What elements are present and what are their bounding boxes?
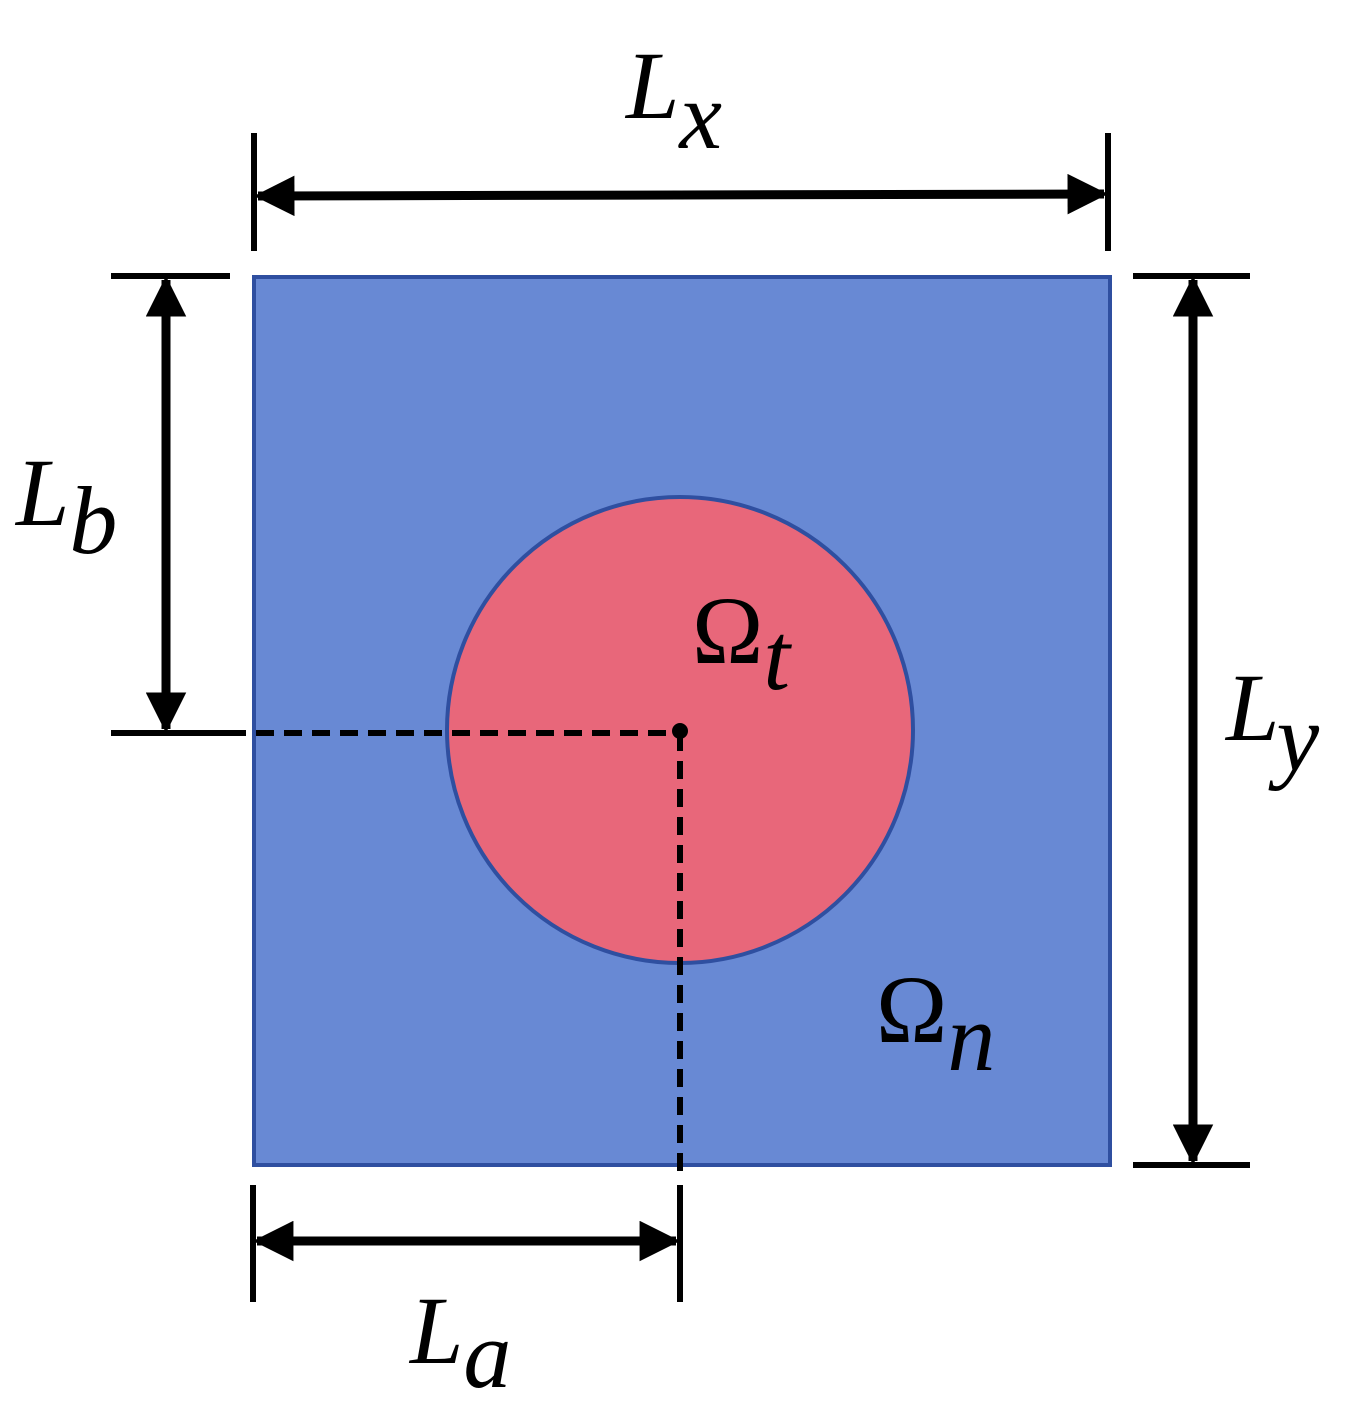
- center-point: [672, 723, 688, 739]
- la-label-main: L: [408, 1277, 463, 1384]
- lx-dimension: [251, 133, 1111, 251]
- ly-label-main: L: [1224, 654, 1277, 761]
- lx-label-main: L: [624, 32, 679, 139]
- omega-t-label-main: Ω: [692, 577, 763, 684]
- omega-t-label-sub: t: [763, 603, 792, 710]
- omega-n-label-sub: n: [947, 984, 995, 1091]
- lx-label: Lx: [624, 32, 722, 169]
- omega-n-label: Ωn: [876, 956, 995, 1091]
- ly-label: Ly: [1224, 654, 1320, 791]
- lb-dimension: [111, 273, 230, 736]
- ly-dimension: [1133, 273, 1250, 1168]
- la-dimension: [250, 1185, 683, 1302]
- la-label: La: [408, 1277, 511, 1408]
- lx-label-sub: x: [677, 62, 722, 169]
- lb-label-main: L: [14, 439, 69, 546]
- lb-label: Lb: [14, 439, 117, 574]
- la-label-sub: a: [463, 1301, 511, 1408]
- omega-t-label: Ωt: [692, 577, 792, 710]
- omega-n-label-main: Ω: [876, 956, 947, 1063]
- lx-arrow: [253, 173, 1109, 217]
- lb-label-sub: b: [69, 467, 117, 574]
- ly-label-sub: y: [1268, 684, 1320, 791]
